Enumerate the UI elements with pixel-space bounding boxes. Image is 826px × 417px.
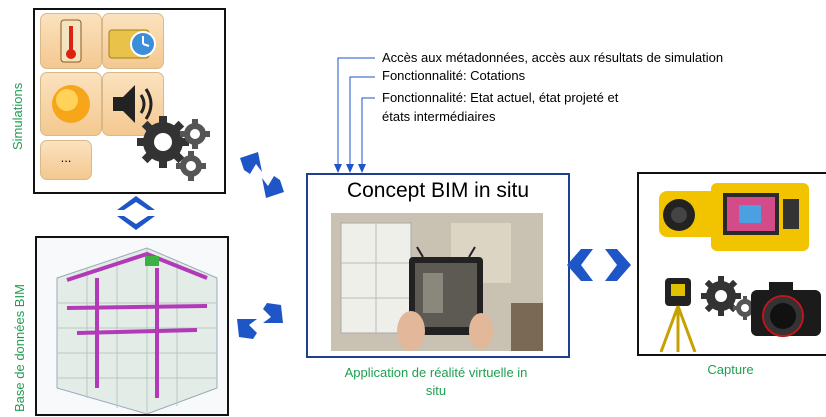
top-left-double-arrow — [240, 152, 284, 198]
ellipsis-text: ... — [60, 150, 72, 165]
concept-caption-line2: situ — [425, 383, 447, 398]
gears-icon — [137, 116, 210, 181]
sun-icon — [52, 85, 90, 123]
more-tile: ... — [40, 140, 92, 180]
thermometer-tile — [40, 13, 102, 69]
capture-label: Capture — [707, 362, 754, 377]
photo-camera-icon — [751, 282, 821, 337]
thermal-camera-icon — [659, 183, 809, 251]
annotation-line1: Accès aux métadonnées, accès aux résulta… — [382, 50, 724, 65]
concept-title: Concept BIM in situ — [346, 179, 530, 202]
bim-database-panel — [35, 236, 229, 416]
laser-scanner-icon — [659, 278, 697, 352]
simulations-panel: ... — [33, 8, 226, 194]
annotation-line2: Fonctionnalité: Cotations — [382, 68, 526, 83]
thermometer-icon — [60, 19, 82, 63]
database-label: Base de données BIM — [12, 284, 27, 412]
building-model-photo — [37, 238, 227, 414]
speaker-icon — [113, 85, 153, 123]
capture-panel — [637, 172, 826, 356]
vertical-double-arrow — [117, 196, 155, 230]
annotation-connectors — [334, 57, 375, 173]
horizontal-double-arrow — [567, 249, 631, 281]
sun-tile — [40, 72, 102, 136]
annotation-line3: Fonctionnalité: Etat actuel, état projet… — [382, 90, 619, 105]
tablet-photo — [331, 213, 543, 351]
annotation-line4: états intermédiaires — [382, 109, 496, 124]
concept-caption-line1: Application de réalité virtuelle in — [344, 365, 528, 380]
capture-gears-icon — [701, 276, 757, 320]
calendar-clock-icon — [108, 29, 156, 59]
calendar-tile — [102, 13, 164, 69]
concept-panel: Concept BIM in situ — [306, 173, 570, 358]
bottom-left-double-arrow — [237, 303, 283, 339]
simulations-label: Simulations — [10, 82, 25, 150]
